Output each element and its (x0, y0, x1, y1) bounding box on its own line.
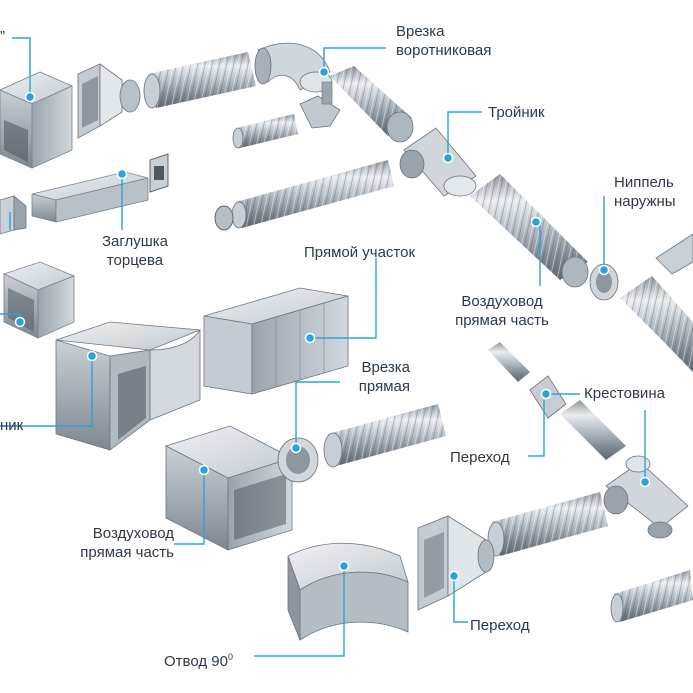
leader-lines (0, 37, 651, 657)
label-vozduhovod-left: Воздуховод прямая часть (20, 524, 174, 562)
round-elbow-top (254, 42, 333, 93)
rect-tee-large (55, 321, 201, 451)
nipple-connector (589, 263, 619, 301)
round-end-cap (214, 205, 234, 231)
label-perehod-mid: Переход (450, 449, 510, 466)
rect-branch-left (2, 261, 76, 339)
collar-tap (299, 81, 341, 129)
label-line: Врезка (361, 359, 410, 376)
label-line: прямая часть (455, 312, 549, 329)
spiral-pipe-bottom-right (610, 570, 693, 623)
label-line: Воздуховод (92, 525, 174, 542)
label-nippel-naruzhny: Ниппель наружны (614, 173, 676, 211)
spiral-pipe-mid-bottom (323, 404, 446, 468)
pipe-short-mid (232, 114, 298, 149)
label-krestovina: Крестовина (584, 385, 665, 402)
spiral-pipe-top (143, 52, 256, 109)
straight-tap (277, 437, 319, 483)
label-left-fragment: ник (0, 417, 24, 434)
label-otvod-degree: 0 (227, 652, 233, 662)
round-parts (143, 42, 693, 623)
rect-round-transition-top (77, 63, 141, 139)
label-line: Заглушка (101, 233, 169, 250)
rect-elbow-90 (287, 542, 409, 641)
label-line: наружны (614, 193, 676, 210)
pipe-short-right (560, 400, 626, 460)
label-line: Ниппель (614, 174, 674, 191)
label-line: прямая часть (80, 544, 174, 561)
spiral-pipe-diagonal-right (470, 174, 589, 288)
spiral-pipe-long-mid (231, 160, 394, 229)
label-pryamoy-uchastok: Прямой участок (304, 244, 416, 261)
label-perehod-bottom: Переход (470, 617, 530, 634)
rect-duct-top-left (0, 71, 73, 169)
rectangular-parts (0, 63, 409, 641)
label-vrezka-vorotnikovaya: Врезка воротниковая (396, 22, 491, 60)
label-line: Воздуховод (461, 293, 543, 310)
spiral-pipe-far-right (620, 233, 693, 372)
label-zaglushka: Заглушка торцева (92, 232, 178, 270)
label-otvod: Отвод 900 (164, 648, 233, 671)
label-vozduhovod-right: Воздуховод прямая часть (442, 292, 562, 330)
label-line: прямая (358, 378, 410, 395)
rect-duct-straight-bottom (164, 425, 294, 551)
label-line: торцева (106, 252, 164, 269)
small-rect-piece (0, 195, 27, 235)
label-line: Врезка (396, 23, 445, 40)
label-vrezka-pryamaya: Врезка прямая (342, 358, 410, 396)
spiral-pipe-bottom (487, 492, 608, 557)
label-otvod-text: Отвод 90 (164, 653, 228, 670)
end-cap-plate (149, 153, 169, 193)
rect-straight-section (203, 287, 349, 395)
spiral-pipe-diagonal-top (330, 66, 414, 143)
label-line: воротниковая (396, 42, 492, 59)
rect-duct-flat (31, 171, 149, 223)
round-tee (399, 127, 477, 197)
rect-round-transition-bottom (417, 515, 495, 611)
label-troynik: Тройник (488, 104, 545, 121)
label-top-left-fragment: ” (0, 28, 5, 45)
round-cross (603, 455, 689, 539)
pipe-reducer-small (488, 342, 567, 419)
